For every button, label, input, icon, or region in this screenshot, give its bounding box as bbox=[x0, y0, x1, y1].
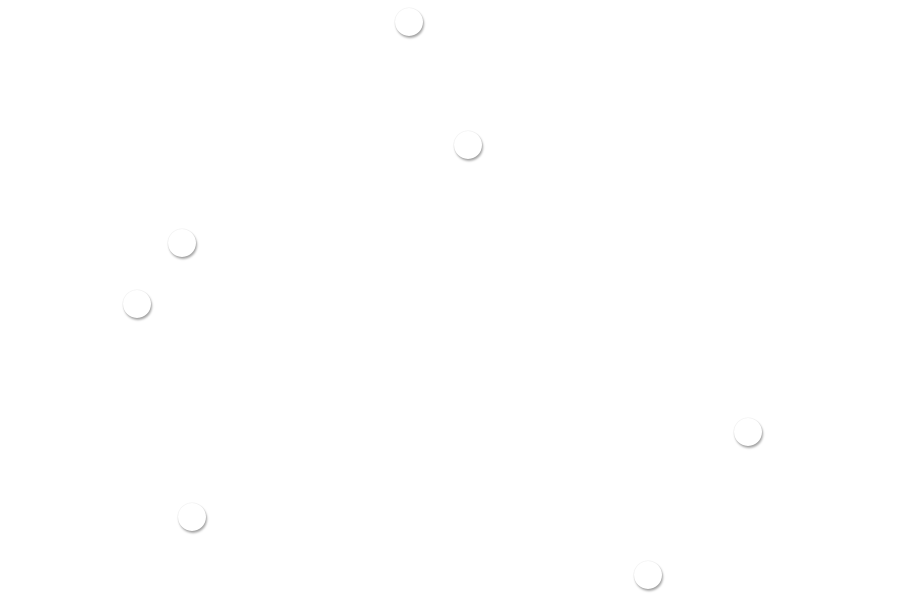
circle-marker[interactable] bbox=[734, 418, 762, 446]
circle-marker[interactable] bbox=[178, 503, 206, 531]
circle-marker[interactable] bbox=[123, 290, 151, 318]
circle-marker[interactable] bbox=[454, 131, 482, 159]
circle-marker[interactable] bbox=[634, 561, 662, 589]
circle-marker[interactable] bbox=[168, 229, 196, 257]
circle-marker[interactable] bbox=[395, 8, 423, 36]
